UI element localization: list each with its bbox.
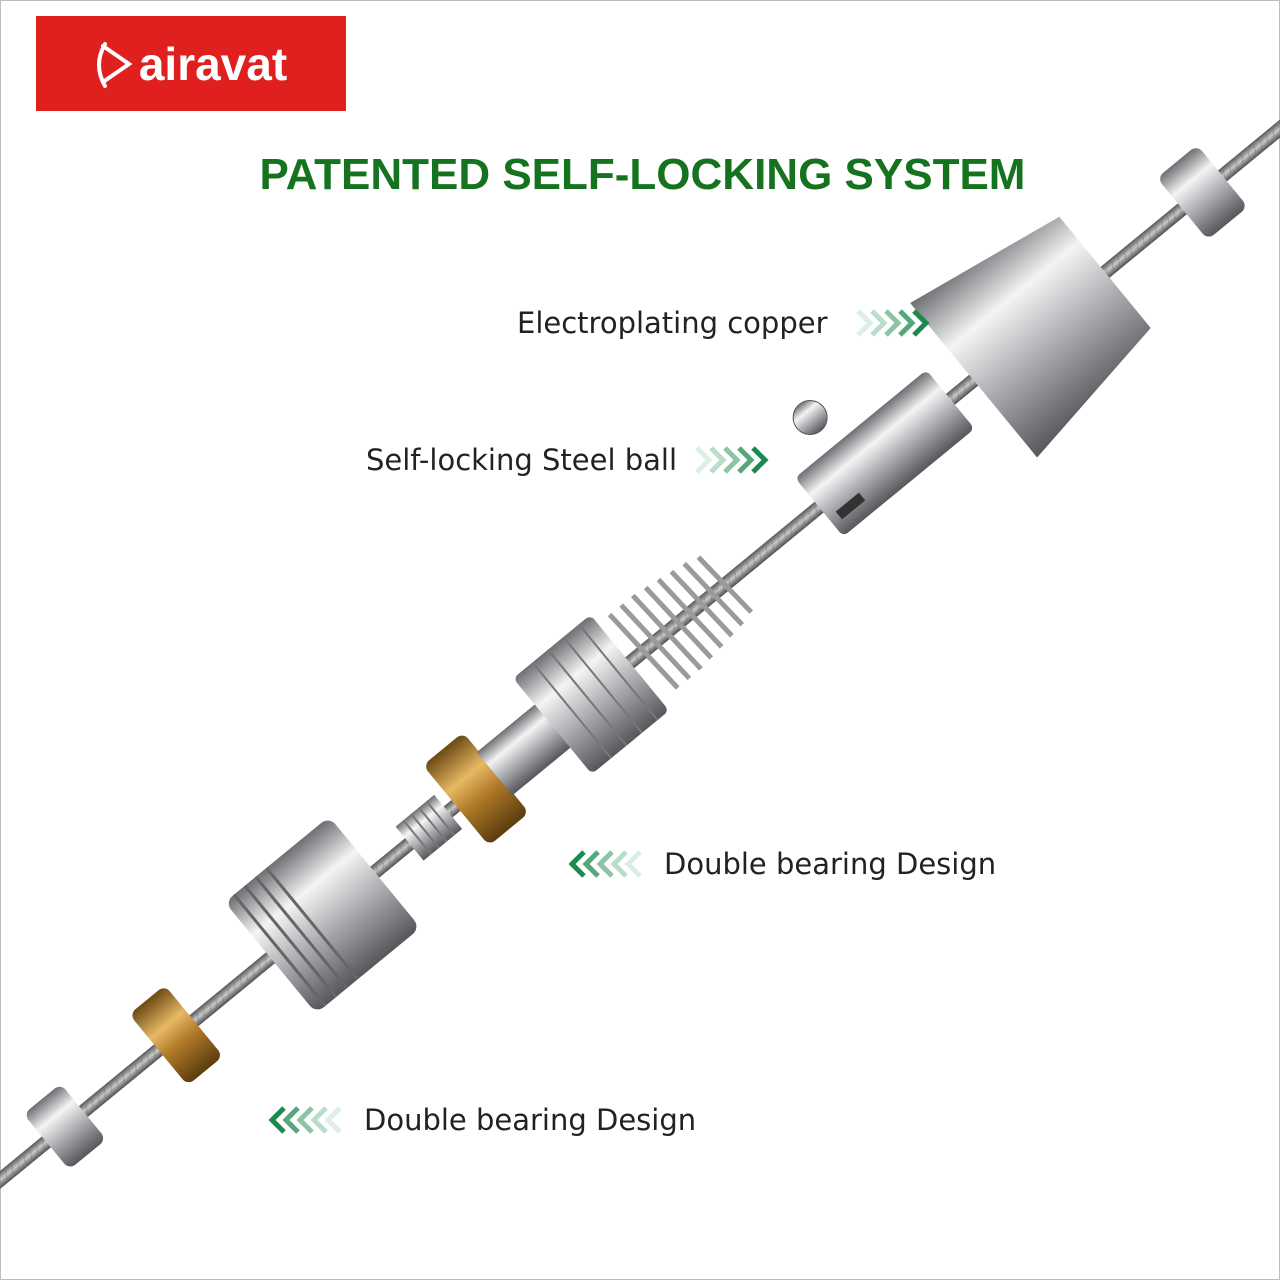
threaded-nut [228, 820, 417, 1010]
callout-text: Self-locking Steel ball [366, 443, 678, 477]
top-end-ring [1160, 148, 1245, 237]
callout-double-bearing-lower: Double bearing Design [268, 1103, 696, 1137]
airavat-logo-mark-icon [96, 41, 133, 88]
chevrons-left-icon [268, 1106, 342, 1134]
callout-electroplating-copper: Electroplating copper [517, 306, 932, 340]
bearing-ring-lower [132, 988, 220, 1083]
bearing-ring-upper [426, 735, 526, 843]
chevrons-right-icon [855, 309, 930, 337]
callout-text: Double bearing Design [664, 847, 997, 881]
steel-ball [792, 399, 828, 435]
callout-text: Double bearing Design [364, 1103, 697, 1137]
brand-logo: airavat [36, 16, 346, 111]
shaft [476, 701, 575, 796]
callout-double-bearing-upper: Double bearing Design [568, 847, 996, 881]
end-ring [26, 1086, 104, 1167]
electroplated-cone [910, 216, 1151, 458]
chevrons-right-icon [695, 446, 769, 474]
brand-name: airavat [138, 37, 288, 90]
locking-sleeve [797, 372, 973, 535]
callout-self-locking-steel-ball: Self-locking Steel ball [366, 443, 771, 477]
small-thread [395, 794, 463, 861]
callout-text: Electroplating copper [517, 306, 828, 340]
spring [607, 555, 754, 690]
page-title: PATENTED SELF-LOCKING SYSTEM [259, 150, 1026, 199]
chevrons-left-icon [568, 850, 642, 878]
